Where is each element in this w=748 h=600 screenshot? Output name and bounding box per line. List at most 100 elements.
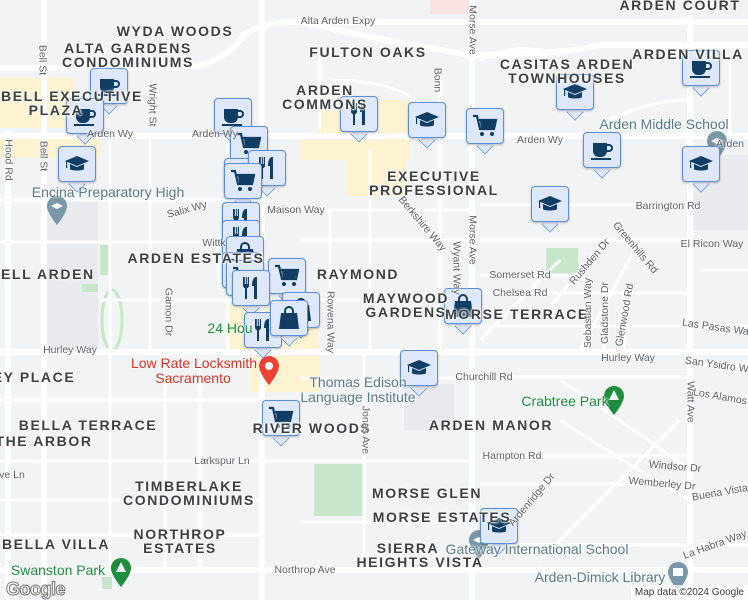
street-label: Jonas Ave [359, 405, 372, 455]
cart-marker[interactable] [268, 258, 306, 305]
neighborhood-label: CASITAS ARDEN [499, 56, 635, 72]
neighborhood-label: ARDEN VILLA [632, 46, 744, 62]
coffee-icon [682, 50, 720, 86]
neighborhood-label: ESTATES [143, 540, 217, 556]
street-label: Wright St [146, 83, 159, 127]
school-icon [400, 350, 438, 386]
place-label[interactable]: Sacramento [155, 370, 231, 386]
cart-marker[interactable] [262, 400, 300, 447]
place-label[interactable]: Arden Middle School [599, 116, 729, 132]
neighborhood-label: FULTON OAKS [309, 44, 427, 60]
neighborhood-label: BELL ARDEN [0, 266, 95, 282]
school-marker[interactable] [480, 508, 518, 555]
neighborhood-label: NORTHROP [133, 526, 227, 542]
street-label: Hurley Way [43, 343, 97, 356]
place-label[interactable]: Gateway International School [445, 541, 629, 557]
coffee-marker[interactable] [66, 98, 104, 145]
cart-icon [224, 163, 262, 199]
restaurant-icon [244, 312, 282, 348]
coffee-marker[interactable] [583, 132, 621, 179]
neighborhood-label: EY PLACE [0, 369, 76, 385]
street-label: Bell St [37, 140, 50, 172]
restaurant-marker[interactable] [232, 270, 270, 317]
school-marker[interactable] [531, 186, 569, 233]
place-label[interactable]: Crabtree Park [521, 393, 609, 409]
neighborhood-label: COMMONS [282, 96, 368, 112]
neighborhood-label: BELLA VILLA [1, 536, 111, 552]
place-label[interactable]: Encina Preparatory High [31, 184, 185, 200]
shopping-marker[interactable] [270, 300, 308, 347]
restaurant-marker[interactable] [340, 96, 378, 143]
street-label: Churchill Rd [455, 370, 513, 383]
neighborhood-label: MAYWOOD [362, 290, 450, 306]
school-marker[interactable] [58, 146, 96, 193]
neighborhood-label: RIVER WOODS [252, 420, 372, 436]
street-label: Bell St [36, 44, 49, 76]
place-label[interactable]: Thomas Edison [309, 374, 407, 390]
school-icon [531, 186, 569, 222]
cart-icon [268, 258, 306, 294]
street-label: Wyant Way [450, 241, 463, 295]
cart-marker[interactable] [224, 163, 262, 210]
neighborhood-label: ARDEN [296, 82, 354, 98]
neighborhood-label: MORSE TERRACE [445, 306, 589, 322]
place-label[interactable]: Low Rate Locksmith [130, 355, 258, 371]
street-label: Arden Wy [191, 127, 239, 140]
street-label: Arden [715, 137, 745, 150]
school-marker[interactable] [408, 102, 446, 149]
street-label: Bonn [431, 67, 444, 93]
neighborhood-label: SIERRA [376, 540, 440, 556]
street-label: Morse Ave [466, 215, 479, 265]
cart-marker[interactable] [466, 108, 504, 155]
school-icon [58, 146, 96, 182]
street-label: Gladstone Dr [598, 282, 611, 344]
street-label: Rowena Way [324, 290, 337, 354]
street-label: Chelsea Rd [492, 286, 548, 299]
neighborhood-label: PLAZA [28, 102, 84, 118]
place-label[interactable]: 24 Hou [207, 320, 253, 336]
place-label[interactable]: Arden-Dimick Library [534, 569, 666, 585]
neighborhood-label: PROFESSIONAL [369, 182, 499, 198]
restaurant-icon [340, 96, 378, 132]
place-label[interactable]: Language Institute [300, 389, 416, 405]
street-label: Hood Rd [2, 139, 15, 181]
street-label: Hampton Rd [482, 449, 542, 462]
street-label: Alta Arden Expy [300, 14, 376, 27]
street-label: Arden Wy [86, 127, 134, 140]
school-marker[interactable] [682, 146, 720, 193]
neighborhood-label: BELL EXECUTIVE [1, 88, 143, 104]
shopping-marker[interactable] [444, 288, 482, 335]
restaurant-icon [232, 270, 270, 306]
neighborhood-label: CONDOMINIUMS [123, 492, 255, 508]
neighborhood-label: TOWNHOUSES [508, 70, 626, 86]
library-place-pin[interactable] [667, 562, 689, 597]
school-place-pin[interactable] [46, 196, 68, 231]
place-label[interactable]: Swanston Park [10, 562, 106, 578]
school-marker[interactable] [400, 350, 438, 397]
street-label: Hurley Way [601, 351, 655, 364]
neighborhood-label: MORSE ESTATES [372, 509, 512, 525]
street-label: Arden Wy [516, 133, 564, 146]
street-label: Sebastian Way [581, 277, 594, 349]
neighborhood-label: THE ARBOR [0, 433, 93, 449]
school-marker[interactable] [556, 74, 594, 121]
neighborhood-label: BELLA TERRACE [18, 417, 158, 433]
neighborhood-label: HEIGHTS VISTA [356, 554, 484, 570]
google-logo: Google [6, 579, 67, 599]
street-label: Somerset Rd [489, 268, 551, 281]
park-place-pin[interactable] [603, 386, 625, 421]
neighborhood-label: RAYMOND [316, 266, 400, 282]
street-label: ve Ln [0, 468, 25, 481]
restaurant-marker[interactable] [244, 312, 282, 359]
street-label: Gamon Dr [162, 287, 175, 337]
map-attribution[interactable]: Map data ©2024 Google [630, 585, 748, 600]
school-icon [408, 102, 446, 138]
park-place-pin[interactable] [110, 558, 132, 593]
street-label: El Ricon Way [680, 237, 744, 250]
locksmith-place-pin[interactable] [258, 356, 280, 391]
neighborhood-label: ARDEN MANOR [428, 417, 554, 433]
coffee-marker[interactable] [682, 50, 720, 97]
